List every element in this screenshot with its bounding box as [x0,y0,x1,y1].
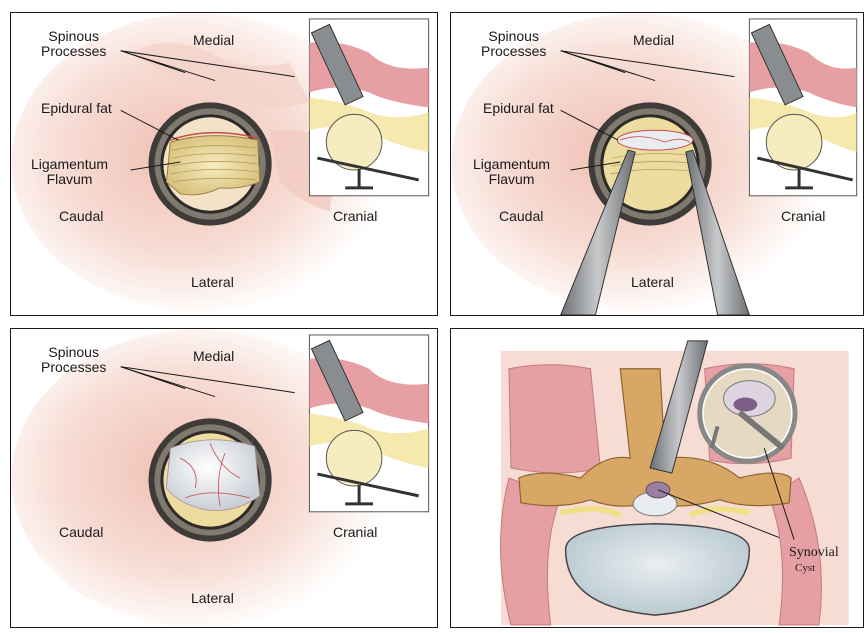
label-cyst: Cyst [795,561,815,576]
label-medial: Medial [633,33,674,48]
label-epidural-fat: Epidural fat [483,101,554,116]
label-cranial: Cranial [333,525,377,540]
label-medial: Medial [193,349,234,364]
label-caudal: Caudal [499,209,543,224]
label-epidural-fat: Epidural fat [41,101,112,116]
label-ligamentum-flavum: Ligamentum Flavum [31,157,108,187]
illustration-cross-section [451,329,863,627]
panel-dura-exposed: Spinous Processes Medial Caudal Cranial … [10,328,438,628]
label-caudal: Caudal [59,209,103,224]
label-lateral: Lateral [631,275,674,290]
label-spinous-processes: Spinous Processes [41,29,106,59]
label-lateral: Lateral [191,591,234,606]
label-caudal: Caudal [59,525,103,540]
label-lateral: Lateral [191,275,234,290]
panel-synovial-cyst: Synovial Cyst [450,328,864,628]
label-medial: Medial [193,33,234,48]
panel-ligamentum-resection: Spinous Processes Medial Epidural fat Li… [450,12,864,316]
label-ligamentum-flavum: Ligamentum Flavum [473,157,550,187]
label-spinous-processes: Spinous Processes [41,345,106,375]
panel-ligamentum-exposed: Spinous Processes Medial Epidural fat Li… [10,12,438,316]
label-cranial: Cranial [333,209,377,224]
label-cranial: Cranial [781,209,825,224]
label-synovial: Synovial [789,545,839,560]
label-spinous-processes: Spinous Processes [481,29,546,59]
